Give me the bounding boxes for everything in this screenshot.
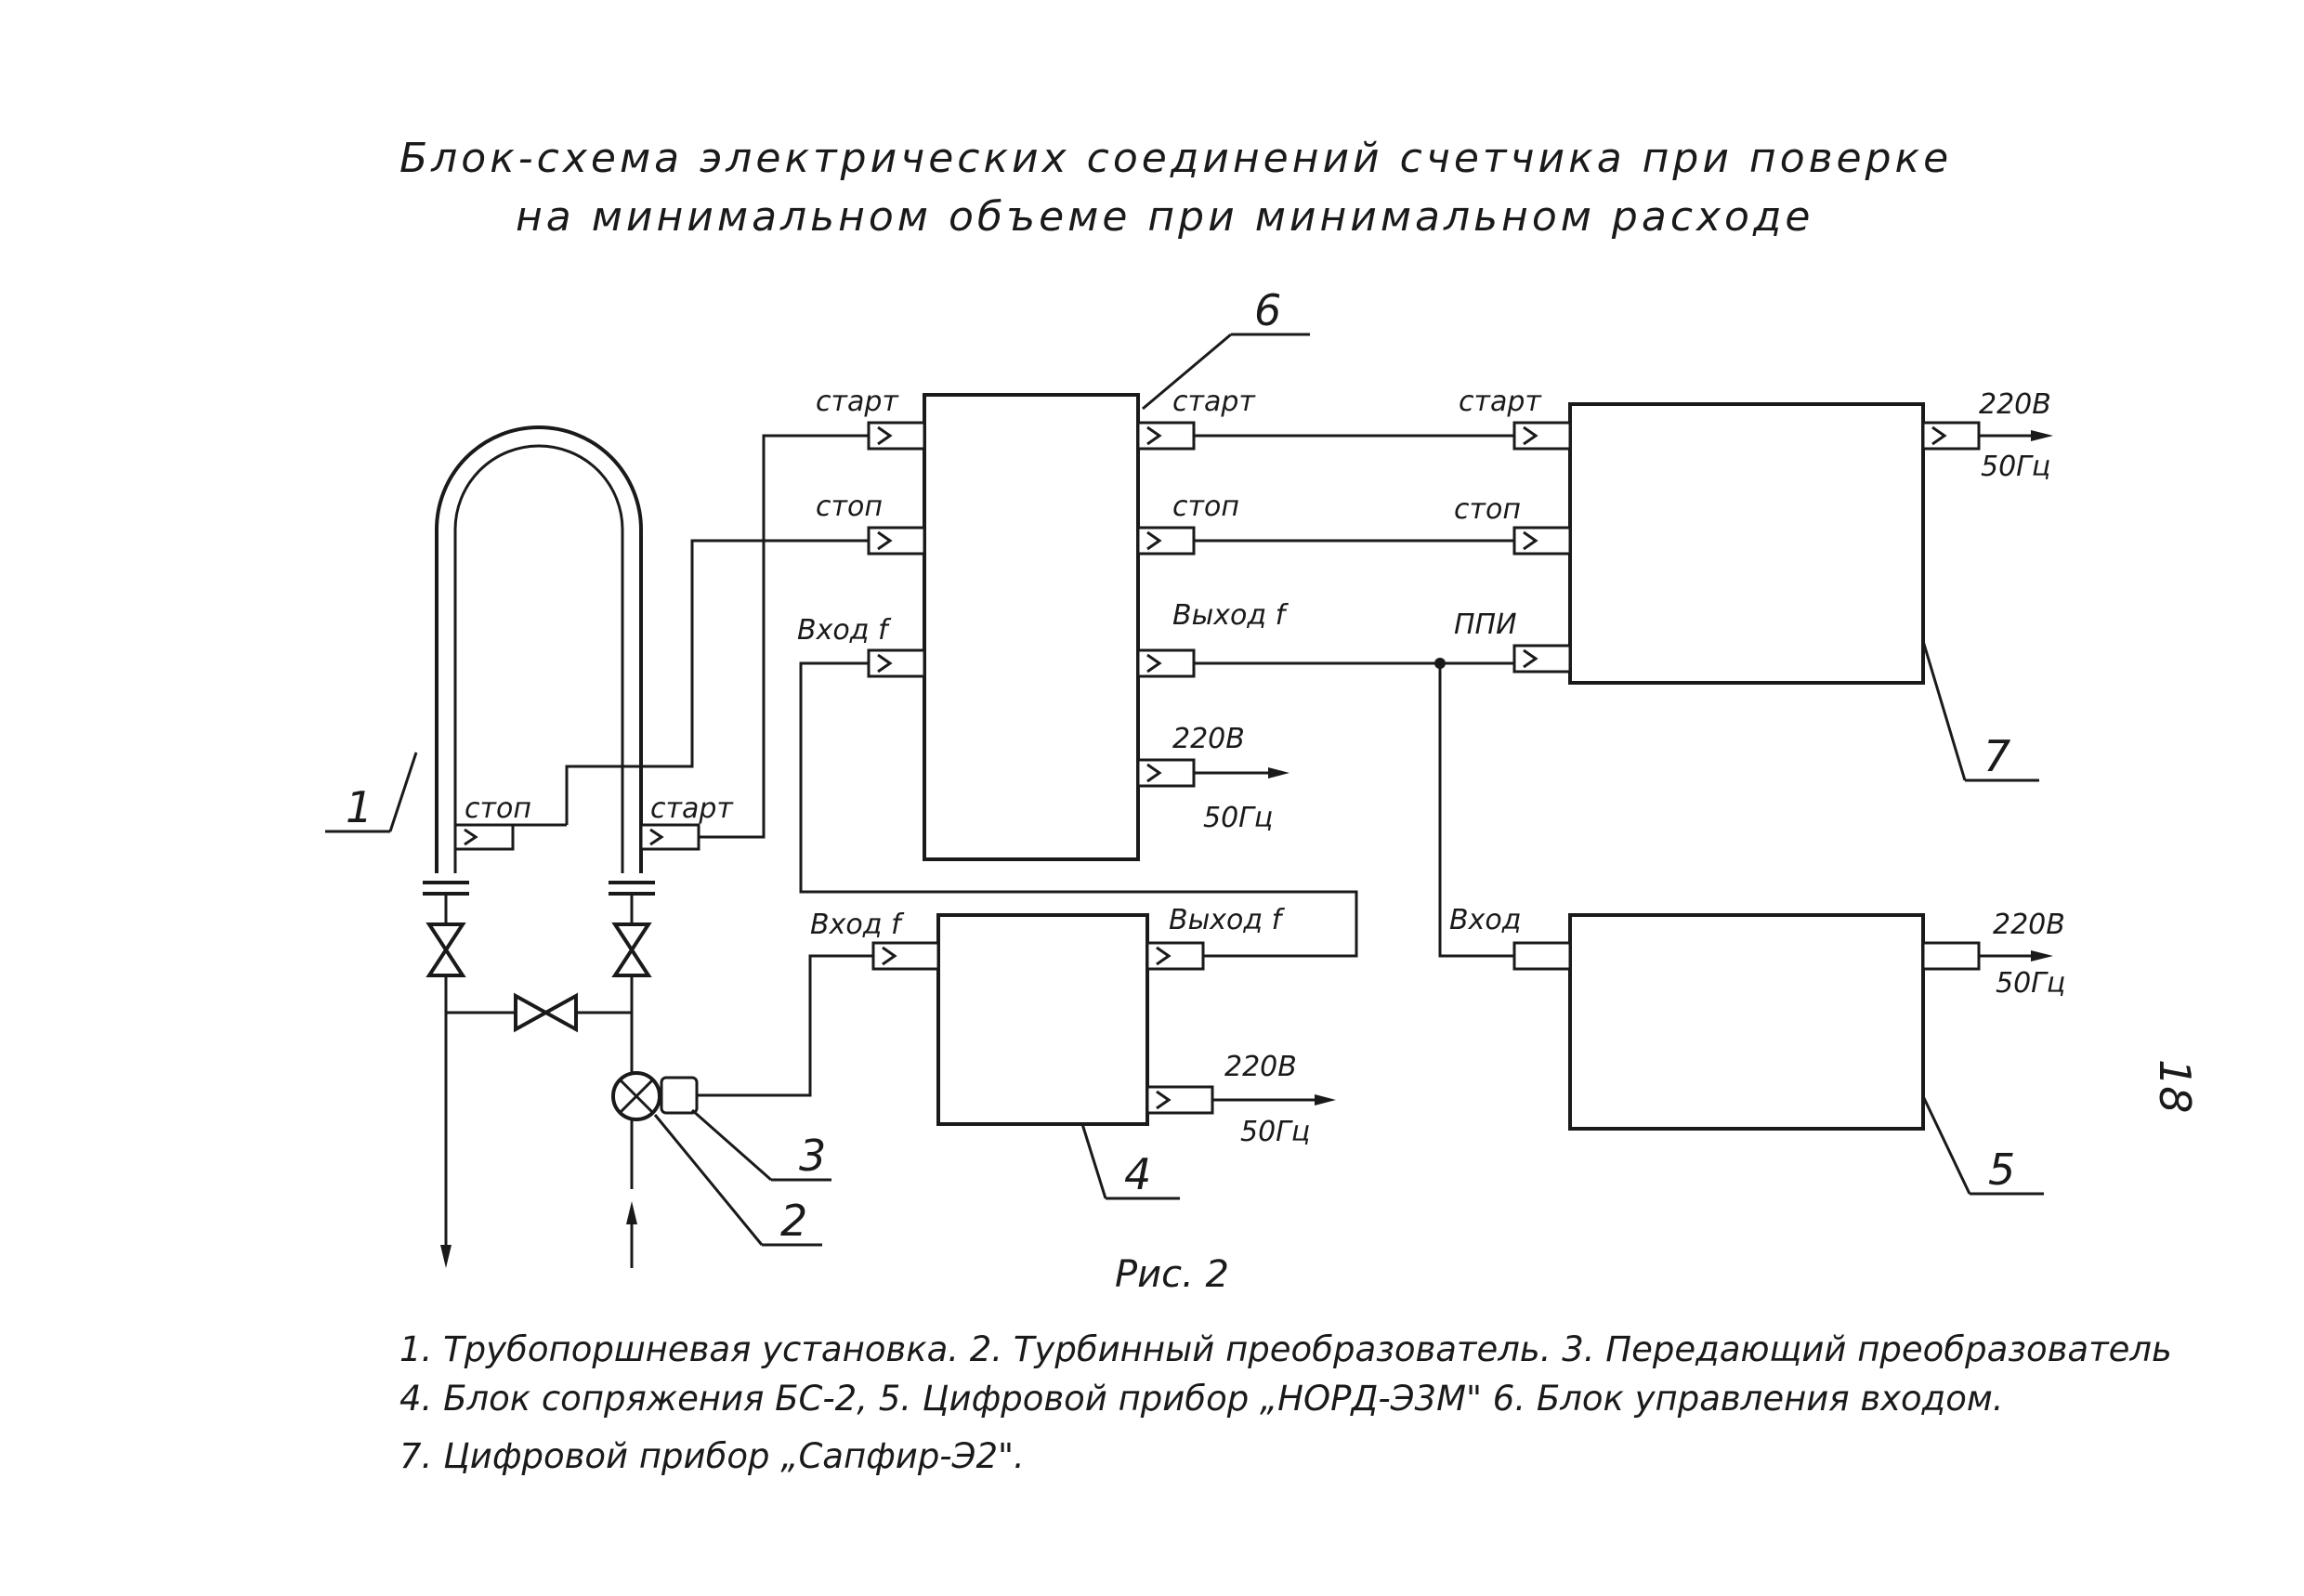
leader-7: 7 — [1921, 640, 2039, 782]
block5-220v-label: 220В — [1993, 909, 2065, 941]
block5-input-label: Вход — [1449, 904, 1521, 936]
legend-line-1: 1. Трубопоршневая установка. 2. Турбинны… — [399, 1329, 2172, 1369]
number-4: 4 — [1124, 1149, 1151, 1199]
block6-input-f-label: Вход f — [797, 614, 892, 647]
title-line-2: на минимальном объеме при минимальном ра… — [516, 193, 1813, 241]
block7-ppi-label: ППИ — [1454, 608, 1517, 641]
number-7: 7 — [1983, 731, 2010, 781]
right-leg-valve-icon — [611, 922, 652, 977]
block6-50hz-label: 50Гц — [1203, 802, 1273, 834]
flow-out-arrow-icon — [440, 1198, 452, 1268]
block4-output-f-label: Выход f — [1169, 904, 1286, 936]
block-5-nord-instrument: Вход 220В 50Гц — [1449, 904, 2065, 1131]
block6-start-in-label: старт — [816, 386, 899, 418]
figure-caption: Рис. 2 — [1115, 1253, 1229, 1296]
leader-3: 3 — [691, 1108, 831, 1182]
block4-220v-label: 220В — [1224, 1051, 1297, 1083]
block6-start-out-label: старт — [1172, 386, 1256, 418]
number-6: 6 — [1254, 285, 1281, 335]
block6-output-f-label: Выход f — [1172, 599, 1289, 632]
leader-4: 4 — [1080, 1123, 1180, 1200]
block7-50hz-label: 50Гц — [1981, 451, 2050, 483]
block-6-input-control-unit: старт стоп Вход f старт стоп Выход f 220… — [797, 386, 1289, 861]
block6-220v-label: 220В — [1172, 723, 1245, 755]
leader-5: 5 — [1921, 1095, 2044, 1196]
block5-50hz-label: 50Гц — [1996, 967, 2065, 1000]
leader-6: 6 — [1142, 285, 1310, 411]
block6-stop-in-label: стоп — [816, 491, 883, 523]
bypass-valve-icon — [514, 992, 578, 1033]
leader-1: 1 — [325, 752, 418, 833]
block6-stop-out-label: стоп — [1172, 491, 1239, 523]
block4-50hz-label: 50Гц — [1240, 1116, 1310, 1148]
wiring — [565, 434, 1514, 1097]
prover-start-label: старт — [650, 792, 734, 825]
flow-in-arrow-icon — [626, 1201, 637, 1268]
legend-line-2: 4. Блок сопряжения БС-2, 5. Цифровой при… — [399, 1379, 2004, 1419]
block-7-sapfir-instrument: старт стоп ППИ 220В 50Гц — [1454, 386, 2053, 685]
legend-line-3: 7. Цифровой прибор „Сапфир-Э2". — [399, 1436, 1025, 1476]
block7-stop-label: стоп — [1454, 493, 1521, 526]
leader-2: 2 — [653, 1114, 822, 1247]
title-line-1: Блок-схема электрических соединений счет… — [399, 135, 1952, 182]
number-2: 2 — [780, 1196, 807, 1246]
prover-stop-label: стоп — [465, 792, 531, 825]
page-number: 18 — [2150, 1059, 2200, 1114]
prover-stop-sensor: стоп — [453, 792, 567, 851]
number-1: 1 — [346, 782, 373, 832]
block-4-interface-unit: Вход f Выход f 220В 50Гц — [810, 904, 1336, 1148]
turbine-transducer-icon — [611, 1071, 661, 1121]
block4-input-f-label: Вход f — [810, 909, 905, 941]
transmitting-transducer-icon — [660, 1076, 699, 1115]
number-3: 3 — [799, 1131, 826, 1181]
block7-start-label: старт — [1459, 386, 1542, 418]
number-5: 5 — [1988, 1145, 2015, 1195]
left-leg-valve-icon — [425, 922, 466, 977]
prover-start-sensor: старт — [639, 792, 734, 851]
block7-220v-label: 220В — [1979, 388, 2051, 421]
pipe-prover-installation — [423, 425, 655, 924]
